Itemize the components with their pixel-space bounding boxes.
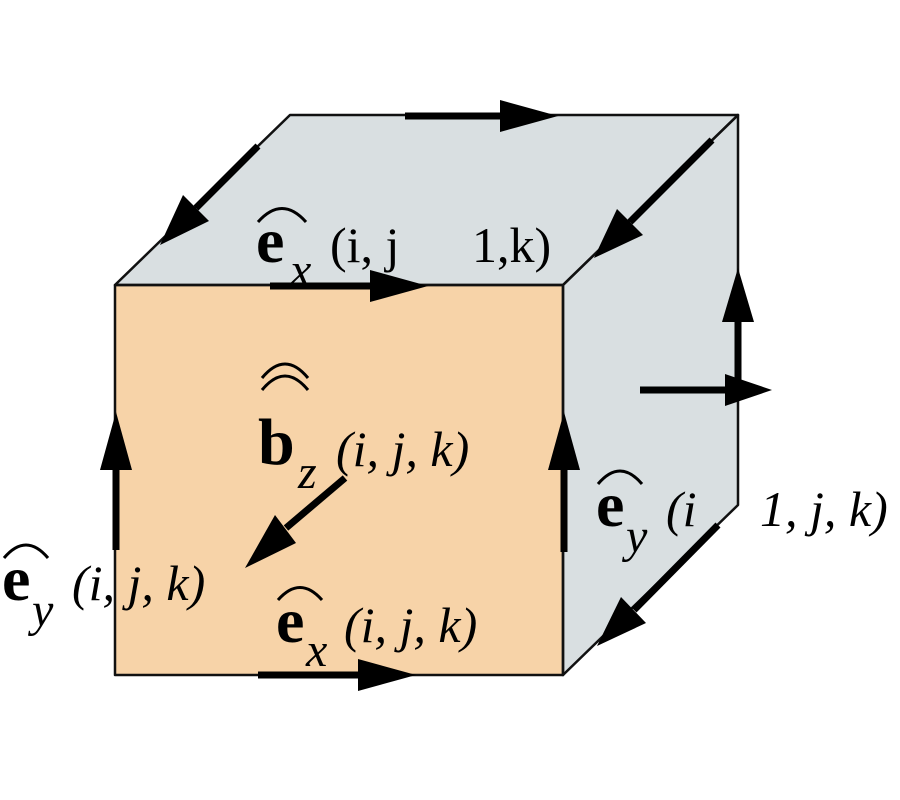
- ex-bottom-sub: x: [305, 624, 327, 677]
- ey-right-sub: y: [621, 510, 648, 563]
- svg-text:b: b: [258, 406, 295, 479]
- arrow-top-right-edge: [594, 137, 715, 258]
- ex-bottom-args: (i, j, k): [344, 597, 477, 653]
- cube-top-face: [115, 115, 738, 285]
- hat-icon: [596, 469, 644, 485]
- ey-left-args: (i, j, k): [72, 555, 205, 611]
- hat-icon: [256, 207, 308, 224]
- arrow-ey-left: [100, 412, 132, 550]
- svg-text:e: e: [256, 205, 284, 276]
- ey-right-args: (i: [666, 481, 697, 537]
- arrow-ex-top: [270, 270, 428, 302]
- ex-top-tail: 1,k): [472, 217, 551, 273]
- arrow-bz: [245, 475, 348, 568]
- ey-right-tail: 1, j, k): [760, 481, 888, 537]
- hat-icon: [2, 543, 50, 559]
- svg-text:e: e: [276, 585, 304, 656]
- label-ex-top: e x (i, j 1,k): [256, 205, 551, 297]
- ey-right-symbol: e: [596, 469, 624, 540]
- ex-top-symbol: e: [256, 205, 284, 276]
- svg-text:e: e: [596, 469, 624, 540]
- label-ey-right: e y (i 1, j, k): [596, 469, 888, 563]
- arrow-ey-right: [548, 412, 580, 552]
- arrow-ex-bottom: [258, 659, 416, 691]
- cube-side-face: [563, 115, 738, 675]
- label-ey-left: e y (i, j, k): [2, 543, 205, 637]
- label-ex-bottom: e x (i, j, k): [276, 585, 477, 677]
- arrow-top-left-edge: [160, 143, 261, 245]
- arrow-side-bottom-edge: [597, 522, 721, 646]
- svg-text:e: e: [2, 543, 30, 614]
- bz-args: (i, j, k): [336, 421, 469, 477]
- hat-icon: [276, 586, 324, 602]
- hat-icon: [260, 374, 310, 391]
- ey-left-sub: y: [27, 584, 54, 637]
- ey-left-symbol: e: [2, 543, 30, 614]
- arrow-side-horizontal: [640, 374, 772, 406]
- bz-sub: z: [297, 446, 317, 499]
- arrow-top-back-edge: [405, 100, 558, 132]
- ex-top-sub: x: [289, 244, 311, 297]
- bz-symbol: b: [258, 406, 295, 479]
- ex-top-args: (i, j: [330, 217, 399, 273]
- ex-bottom-symbol: e: [276, 585, 304, 656]
- hat-icon: [260, 362, 310, 379]
- label-bz: b z (i, j, k): [258, 362, 469, 499]
